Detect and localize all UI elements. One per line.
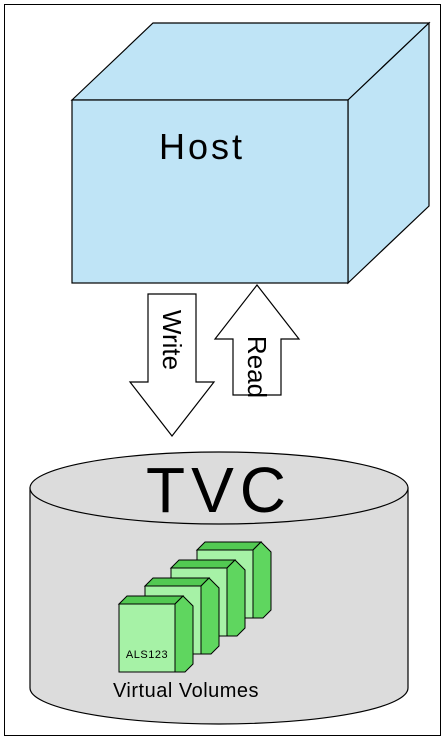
volume-stack: ALS123 [117, 541, 272, 673]
write-arrow-shape [128, 293, 216, 437]
read-label: Read [242, 336, 272, 398]
read-arrow: Read [213, 284, 301, 398]
write-arrow: Write [128, 293, 216, 437]
virtual-volumes-caption: Virtual Volumes [113, 680, 259, 702]
volume-cartridge-front: ALS123 [117, 595, 194, 673]
volume-label: ALS123 [126, 649, 168, 661]
read-arrow-shape [213, 284, 301, 396]
tvc-cylinder-top [29, 451, 409, 525]
tvc-title: TVC [146, 454, 292, 526]
host-box: Host [70, 21, 431, 285]
host-box-front [71, 99, 349, 284]
diagram-border [4, 4, 441, 736]
host-label: Host [159, 126, 245, 167]
write-label: Write [157, 310, 187, 370]
